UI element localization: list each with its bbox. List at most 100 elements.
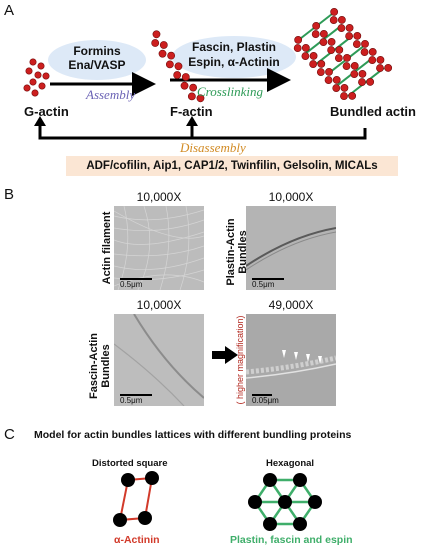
panel-c-title: Model for actin bundles lattices with di… bbox=[34, 429, 352, 441]
hex-node bbox=[263, 473, 277, 487]
square-node bbox=[113, 513, 127, 527]
label-plastin-actin: Plastin-Actin Bundles bbox=[225, 218, 249, 286]
disassembly-factors-box: ADF/cofilin, Aip1, CAP1/2, Twinfilin, Ge… bbox=[66, 156, 398, 176]
actin-bead bbox=[358, 78, 366, 86]
actin-bead bbox=[319, 30, 328, 38]
actin-bead bbox=[158, 49, 167, 58]
actin-bead bbox=[345, 32, 354, 40]
actin-bead bbox=[309, 60, 318, 68]
actin-bead bbox=[181, 73, 190, 81]
actin-bead bbox=[301, 52, 310, 60]
actin-bead bbox=[335, 46, 344, 54]
actin-bead bbox=[348, 92, 357, 100]
formins-label: Formins bbox=[73, 44, 121, 58]
panel-a-diagram bbox=[23, 8, 393, 140]
hex-node bbox=[278, 495, 292, 509]
actin-bead bbox=[353, 32, 362, 40]
actin-bead bbox=[361, 40, 369, 48]
plastin-fascin-espin-label: Plastin, fascin and espin bbox=[230, 534, 353, 546]
actin-bead bbox=[368, 48, 377, 56]
hexagonal-label: Hexagonal bbox=[266, 458, 315, 469]
panel-b-letter: B bbox=[4, 186, 15, 203]
assembly-label: Assembly bbox=[86, 87, 136, 102]
scale-text-1: 0.5μm bbox=[120, 280, 143, 289]
square-node bbox=[145, 471, 159, 485]
magnification-label-4: 49,000X bbox=[268, 298, 314, 312]
actin-bead bbox=[301, 44, 310, 52]
actin-bead bbox=[173, 71, 182, 79]
actin-bead bbox=[358, 70, 367, 78]
actin-bead bbox=[174, 62, 183, 71]
distorted-square-lattice bbox=[113, 471, 159, 527]
crosslink-bar bbox=[347, 67, 385, 97]
lattice-models bbox=[113, 471, 322, 531]
hex-node bbox=[293, 473, 307, 487]
actin-bead bbox=[189, 83, 198, 92]
actin-bead bbox=[325, 68, 333, 76]
actin-bead bbox=[384, 64, 393, 72]
actin-bead bbox=[368, 56, 377, 64]
micrograph-high-magnification: 0.05μm bbox=[246, 314, 336, 406]
actin-bead bbox=[317, 60, 326, 68]
label-higher-magnification: ( higher magnification) bbox=[235, 315, 245, 405]
panel-c-letter: C bbox=[4, 426, 15, 443]
label-fascin-actin: Fascin-Actin Bundles bbox=[88, 333, 112, 400]
actin-bead bbox=[152, 30, 161, 39]
hex-node bbox=[263, 517, 277, 531]
actin-bead bbox=[337, 24, 346, 32]
actin-bead bbox=[330, 8, 339, 16]
disassembly-arrowhead-mid bbox=[186, 116, 198, 126]
actin-bead bbox=[360, 48, 369, 56]
actin-bead bbox=[350, 70, 359, 78]
g-actin-monomers bbox=[23, 58, 50, 97]
hex-node bbox=[248, 495, 262, 509]
magnification-label-1: 10,000X bbox=[136, 190, 182, 204]
scale-bar-3 bbox=[120, 394, 152, 396]
actin-bead bbox=[352, 40, 361, 48]
distorted-square-label: Distorted square bbox=[92, 458, 168, 469]
actin-bead bbox=[151, 39, 160, 47]
actin-bead bbox=[332, 76, 341, 84]
right-arrow-icon bbox=[212, 346, 238, 364]
actin-bead bbox=[327, 38, 336, 46]
scale-text-2: 0.5μm bbox=[252, 280, 275, 289]
scale-text-3: 0.5μm bbox=[120, 396, 143, 405]
actin-bead bbox=[343, 54, 351, 62]
magnification-label-2: 10,000X bbox=[268, 190, 314, 204]
fascin-plastin-label: Fascin, Plastin bbox=[191, 40, 277, 54]
plastin-bundle-texture bbox=[246, 227, 336, 271]
actin-bead bbox=[294, 36, 303, 44]
actin-bead bbox=[309, 52, 318, 60]
filament-texture bbox=[114, 206, 204, 290]
actin-bead bbox=[337, 16, 346, 24]
actin-bead bbox=[311, 30, 320, 38]
scale-text-4: 0.05μm bbox=[252, 396, 279, 405]
magnification-label-3: 10,000X bbox=[136, 298, 182, 312]
high-mag-texture bbox=[246, 350, 336, 379]
disassembly-path bbox=[38, 124, 367, 140]
f-actin-filament bbox=[151, 30, 205, 103]
actin-bead bbox=[293, 44, 302, 52]
ena-vasp-label: Ena/VASP bbox=[68, 58, 126, 72]
actin-bead bbox=[376, 64, 384, 72]
hex-node bbox=[293, 517, 307, 531]
f-actin-label: F-actin bbox=[170, 104, 213, 119]
actin-bead bbox=[340, 92, 348, 100]
actin-bead bbox=[366, 78, 375, 86]
actin-bead bbox=[316, 68, 325, 76]
actin-bead bbox=[312, 22, 321, 30]
scale-bar-4 bbox=[252, 394, 272, 396]
square-node bbox=[121, 473, 135, 487]
panel-a-letter: A bbox=[4, 2, 15, 19]
micrograph-actin-filament: 0.5μm bbox=[114, 206, 204, 290]
actin-bead bbox=[187, 92, 196, 101]
disassembly-label: Disassembly bbox=[180, 140, 246, 155]
scale-bar-2 bbox=[252, 278, 284, 280]
hex-node bbox=[308, 495, 322, 509]
actin-bead bbox=[180, 81, 189, 90]
bundled-actin-filaments bbox=[293, 8, 393, 100]
scale-bar-1 bbox=[120, 278, 152, 280]
square-node bbox=[138, 511, 152, 525]
actin-bead bbox=[342, 62, 351, 70]
hexagonal-lattice bbox=[248, 473, 322, 531]
